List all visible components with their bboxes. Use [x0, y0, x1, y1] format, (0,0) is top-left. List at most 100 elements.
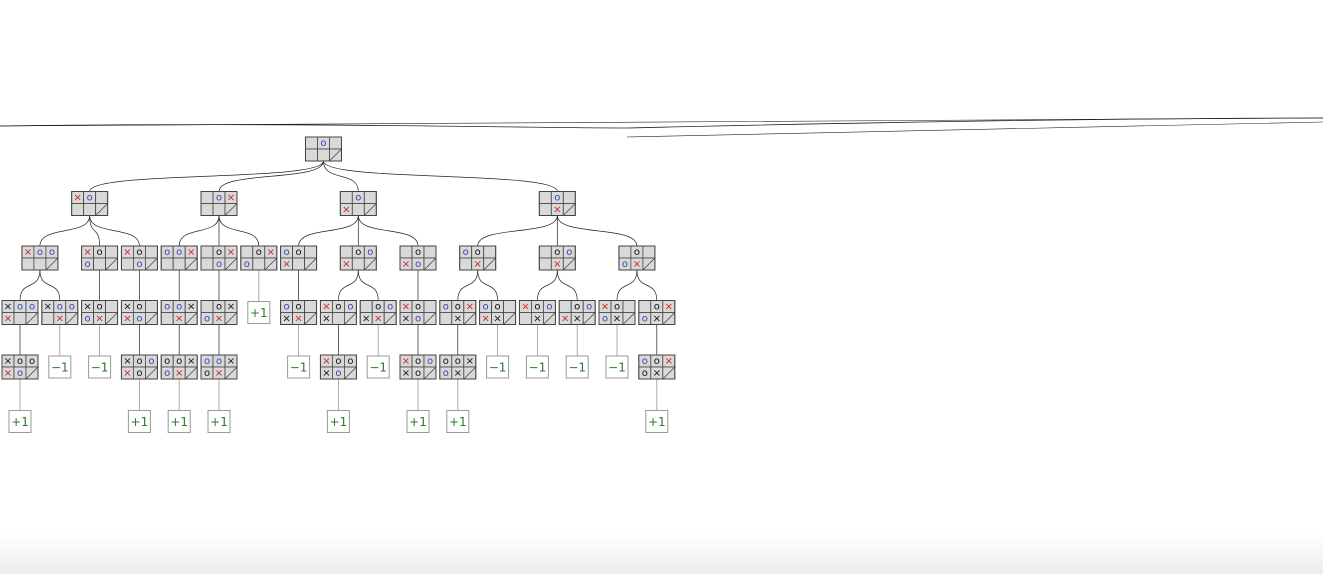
o-mark: o [256, 247, 262, 258]
cut-marker [304, 257, 317, 271]
x-mark: × [4, 368, 12, 379]
o-mark: o [642, 368, 648, 379]
x-mark: × [187, 356, 195, 367]
o-mark: o [347, 302, 353, 313]
x-mark: × [481, 314, 489, 325]
board-cell [144, 300, 158, 313]
score-value: −1 [568, 361, 586, 375]
board-node: ×o×o [120, 300, 158, 325]
tree-edge [89, 215, 100, 247]
score-value: +1 [409, 415, 427, 429]
o-mark: o [216, 247, 222, 258]
cut-marker [45, 257, 59, 271]
score-box [207, 410, 231, 433]
board-cell [642, 245, 656, 259]
o-mark: o [634, 247, 640, 258]
board-cell [638, 300, 652, 313]
cut-marker [95, 203, 108, 216]
o-mark: o [463, 247, 469, 258]
o-mark: o [455, 356, 461, 367]
x-mark: × [533, 314, 541, 325]
o-mark: o [164, 247, 170, 258]
o-mark: o [387, 302, 393, 313]
x-mark: × [342, 205, 350, 216]
score-leaf: −1 [287, 355, 311, 379]
score-box [366, 355, 390, 379]
x-mark: × [215, 368, 223, 379]
score-leaf: −1 [525, 355, 549, 379]
board-cell [351, 257, 365, 271]
board-cell [351, 203, 365, 216]
score-value: −1 [369, 361, 387, 375]
tree-edge [218, 160, 324, 192]
o-mark: o [87, 193, 93, 204]
x-mark: × [175, 368, 183, 379]
board-frame [319, 300, 357, 325]
x-mark: × [267, 247, 275, 258]
score-value: +1 [11, 415, 29, 429]
score-leaf: +1 [8, 410, 32, 433]
cut-marker [25, 312, 39, 325]
board-node: o×o× [200, 300, 238, 325]
board-cell [359, 300, 373, 313]
board-frame [339, 191, 377, 216]
board-cell [622, 300, 636, 313]
o-mark: o [602, 314, 608, 325]
cut-marker [642, 257, 656, 271]
board-frame [319, 354, 357, 380]
cut-marker [423, 366, 437, 380]
x-mark: × [83, 302, 91, 313]
board-cell [160, 257, 174, 271]
board-frame [479, 300, 517, 325]
board-cell [618, 245, 632, 259]
o-mark: o [335, 302, 341, 313]
cut-marker [184, 312, 198, 325]
score-box [8, 410, 32, 433]
o-mark: o [136, 302, 142, 313]
x-mark: × [665, 302, 673, 313]
board-frame [538, 191, 576, 216]
x-mark: × [374, 314, 382, 325]
cut-marker [423, 312, 437, 325]
cut-marker [344, 366, 357, 380]
x-mark: × [227, 302, 235, 313]
score-value: −1 [489, 361, 507, 375]
board-frame [200, 354, 238, 380]
board-node: o×o [240, 245, 278, 271]
board-cell [329, 136, 342, 150]
o-mark: o [284, 302, 290, 313]
score-value: −1 [290, 361, 308, 375]
board-frame [558, 300, 596, 325]
board-cell [200, 245, 214, 259]
tree-edge [556, 215, 638, 247]
o-mark: o [296, 247, 302, 258]
o-mark: o [136, 247, 142, 258]
o-mark: o [57, 302, 63, 313]
board-frame [1, 354, 39, 380]
o-mark: o [642, 314, 648, 325]
cut-marker [25, 366, 39, 380]
x-mark: × [44, 302, 52, 313]
cut-marker [105, 257, 118, 271]
board-cell [439, 312, 453, 325]
o-mark: o [37, 247, 43, 258]
cut-marker [563, 203, 576, 216]
board-cell [252, 257, 266, 271]
x-mark: × [402, 368, 410, 379]
x-mark: × [83, 247, 91, 258]
o-mark: o [367, 247, 373, 258]
o-mark: o [216, 259, 222, 270]
o-mark: o [204, 314, 210, 325]
o-mark: o [455, 302, 461, 313]
board-frame [304, 136, 342, 162]
score-box [645, 410, 669, 433]
o-mark: o [17, 368, 23, 379]
x-mark: × [653, 368, 661, 379]
score-value: +1 [170, 415, 188, 429]
